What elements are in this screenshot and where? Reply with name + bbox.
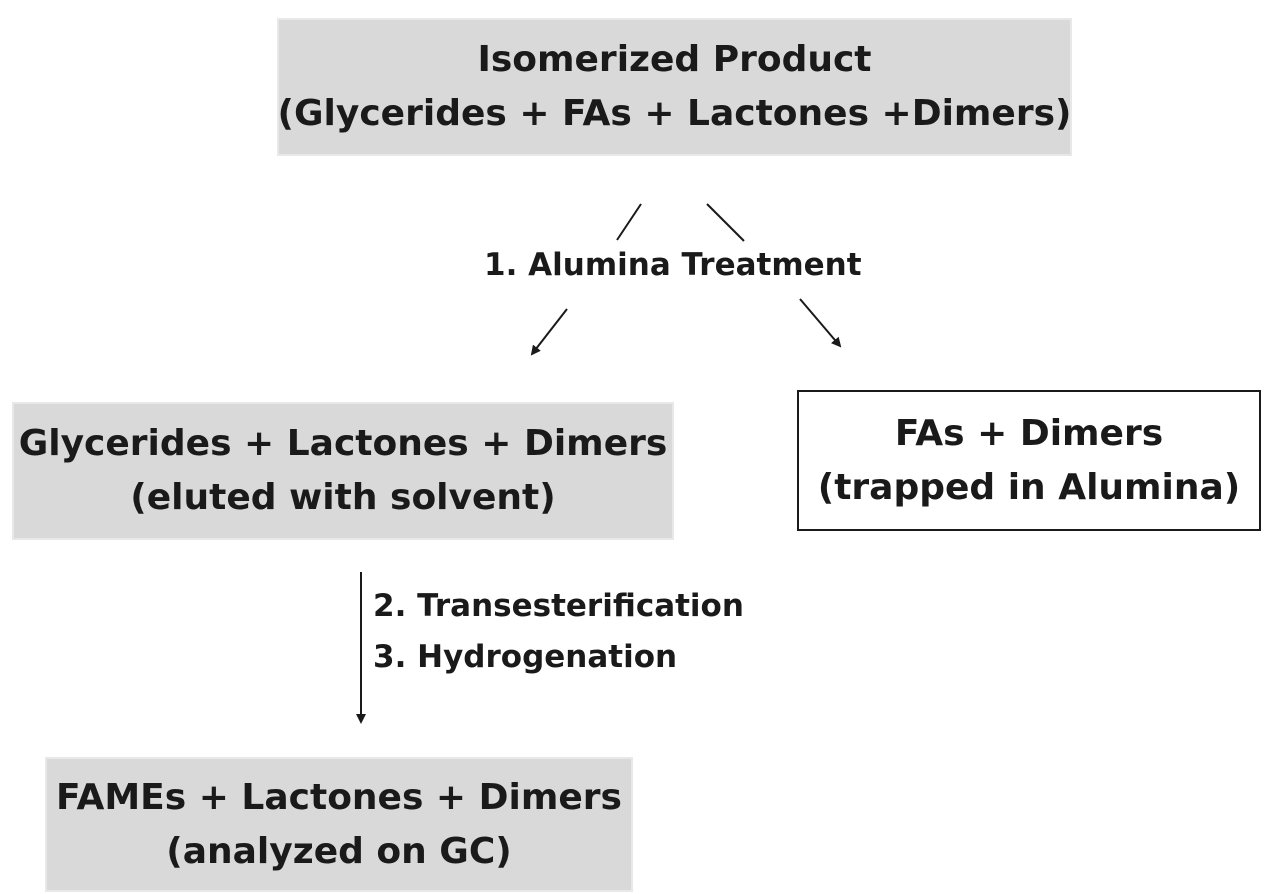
node-title: Glycerides + Lactones + Dimers [18, 423, 668, 464]
step-hydrogenation-label: 3. Hydrogenation [373, 639, 678, 675]
arrow-to-left-box [530, 308, 568, 356]
node-title: Isomerized Product [477, 39, 872, 80]
gc-analysis-node: FAMEs + Lactones + Dimers (analyzed on G… [45, 757, 633, 892]
node-subtitle: (analyzed on GC) [166, 830, 512, 872]
split-line-left [616, 203, 642, 241]
node-subtitle: (eluted with solvent) [130, 477, 556, 518]
arrow-to-right-box [799, 298, 842, 348]
eluted-fraction-node: Glycerides + Lactones + Dimers (eluted w… [12, 402, 674, 540]
step-alumina-treatment-label: 1. Alumina Treatment [484, 247, 862, 283]
node-title: FAs + Dimers [894, 412, 1164, 454]
split-line-right [706, 203, 745, 242]
node-subtitle: (trapped in Alumina) [817, 466, 1241, 508]
isomerized-product-node: Isomerized Product (Glycerides + FAs + L… [277, 18, 1072, 156]
node-title: FAMEs + Lactones + Dimers [56, 776, 622, 818]
step-transesterification-label: 2. Transesterification [373, 588, 744, 624]
node-subtitle: (Glycerides + FAs + Lactones +Dimers) [277, 93, 1072, 134]
trapped-fraction-node: FAs + Dimers (trapped in Alumina) [797, 390, 1261, 531]
